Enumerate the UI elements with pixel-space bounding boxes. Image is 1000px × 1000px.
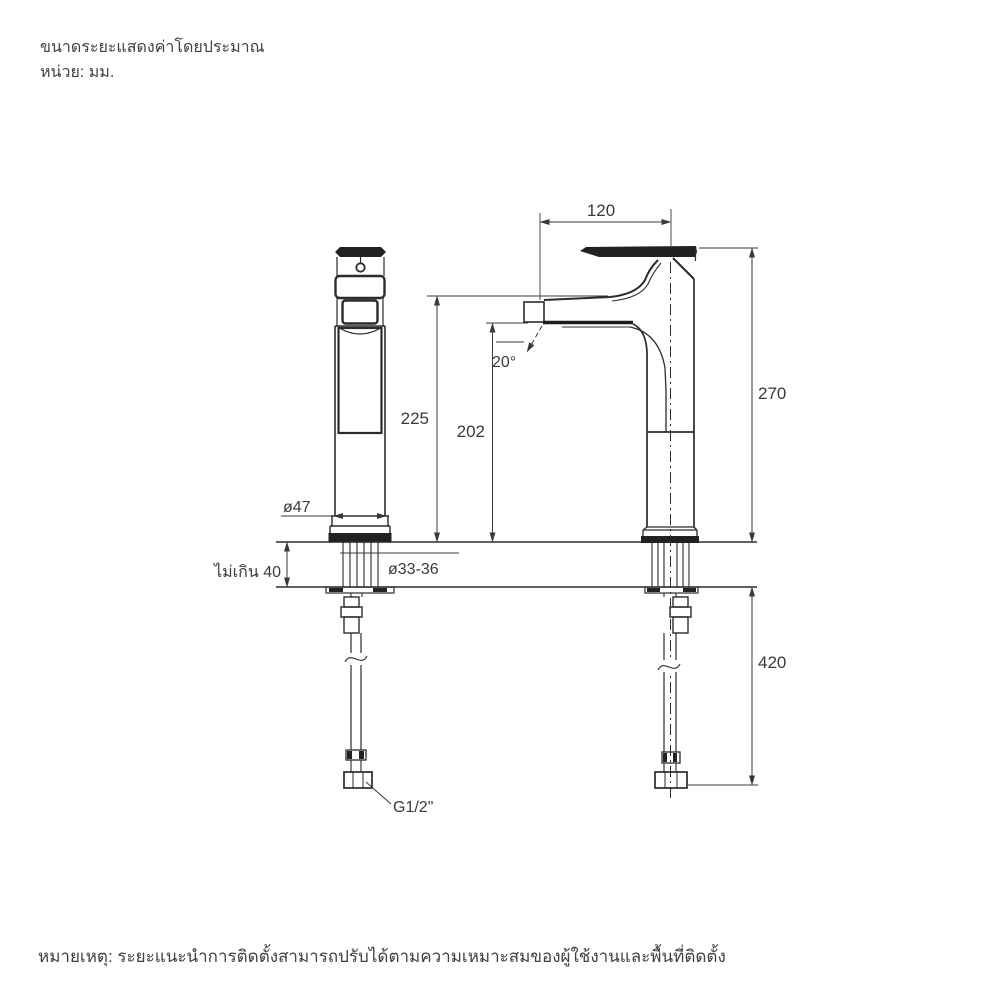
dimension-225: 225 (401, 295, 608, 543)
dim-height-spout-top: 225 (401, 409, 429, 428)
hose-break-symbol (344, 655, 368, 663)
dim-hose-length: 420 (758, 653, 786, 672)
dim-connection-thread: G1/2" (393, 799, 433, 816)
dim-outlet-angle: 20° (492, 354, 516, 371)
hose-nut (654, 771, 688, 789)
hose-break-symbol (657, 663, 681, 671)
dim-spout-reach: 120 (587, 201, 615, 220)
dimension-270: 270 (699, 247, 786, 543)
dimension-420: 420 (688, 586, 786, 786)
countertop-lines (276, 541, 757, 588)
faucet-front-view (523, 246, 699, 798)
dim-height-outlet: 202 (457, 422, 485, 441)
dim-max-deck-thickness: ไม่เกิน 40 (212, 562, 281, 581)
spout-top-contour (543, 259, 659, 301)
installation-footnote: หมายเหตุ: ระยะแนะนำการติดตั้งสามารถปรับไ… (38, 944, 726, 967)
dimension-120: 120 (539, 201, 672, 300)
faucet-side-view (325, 247, 395, 789)
dimension-base-diameter: ø47 (281, 499, 387, 519)
dim-total-height: 270 (758, 384, 786, 403)
dim-base-diameter: ø47 (283, 499, 311, 516)
dimension-hole-diameter: ø33-36 (340, 552, 459, 578)
unit-note: หน่วย: มม. (40, 64, 114, 81)
dim-hole-diameter: ø33-36 (388, 561, 439, 578)
hose-nut (343, 771, 373, 789)
handle-lever (580, 246, 697, 257)
dimension-deck-thickness: ไม่เกิน 40 (212, 541, 290, 588)
dimension-thread: G1/2" (365, 781, 433, 816)
dimension-20deg: 20° (492, 325, 543, 371)
spout-outlet (523, 301, 545, 323)
approx-note: ขนาดระยะแสดงค่าโดยประมาณ (40, 37, 265, 56)
dimension-202: 202 (457, 322, 528, 543)
